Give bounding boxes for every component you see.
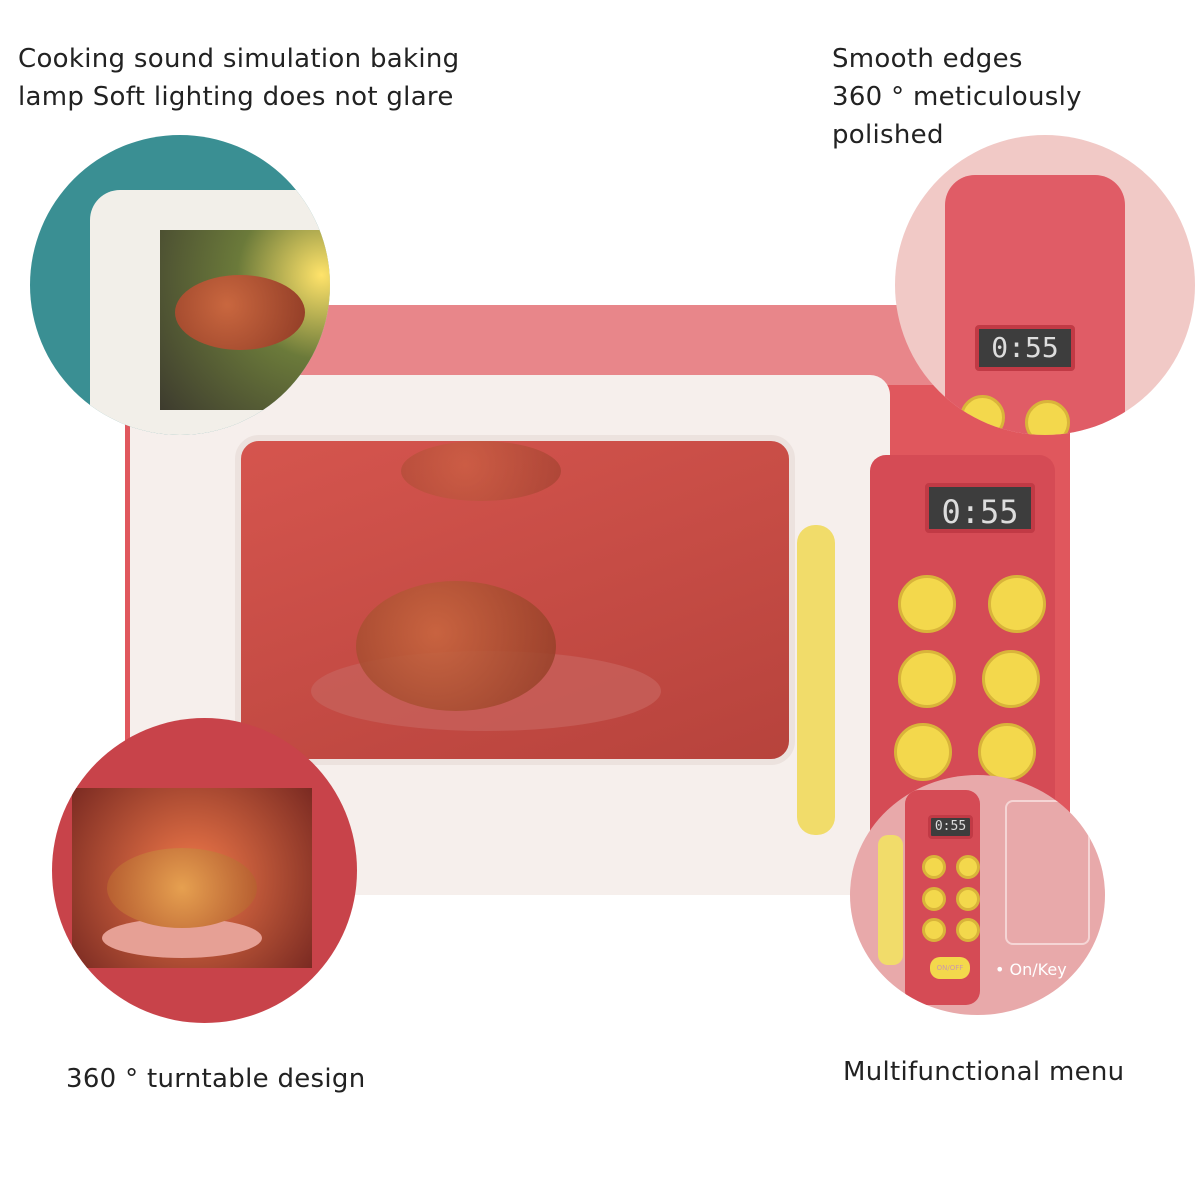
timer-display: 0:55 (975, 325, 1075, 371)
microwave-window (235, 435, 795, 765)
menu-button (922, 918, 946, 942)
timer-display: 0:55 (925, 483, 1035, 533)
door-handle (878, 835, 903, 965)
menu-button (956, 918, 980, 942)
roast-chicken (107, 848, 257, 928)
door-handle[interactable] (797, 525, 835, 835)
caption-line: lamp Soft lighting does not glare (18, 82, 454, 112)
menu-button (956, 855, 980, 879)
detail-circle-menu: 0:55 ON/OFF • On/Key (850, 775, 1105, 1015)
detail-circle-lamp (30, 135, 330, 435)
caption-line: 360 ° meticulously polished (832, 82, 1082, 150)
menu-button (922, 887, 946, 911)
timer-display: 0:55 (928, 815, 973, 839)
panel-edge (945, 175, 1125, 435)
roast-chicken (356, 581, 556, 711)
menu-button-6[interactable] (978, 723, 1036, 781)
menu-button-1[interactable] (898, 575, 956, 633)
detail-circle-edges: 0:55 (895, 135, 1195, 435)
roast-chicken (175, 275, 305, 350)
menu-button-2[interactable] (988, 575, 1046, 633)
menu-legend-card (1005, 800, 1090, 945)
panel-button (1025, 400, 1070, 435)
on-off-button: ON/OFF (930, 957, 970, 979)
panel-button (960, 395, 1005, 435)
menu-button (922, 855, 946, 879)
caption-turntable: 360 ° turntable design (66, 1064, 366, 1094)
caption-menu: Multifunctional menu (843, 1057, 1125, 1087)
caption-line: Smooth edges (832, 44, 1023, 74)
menu-button-3[interactable] (898, 650, 956, 708)
on-key-text: On/Key (1009, 960, 1067, 979)
menu-button (956, 887, 980, 911)
menu-button-4[interactable] (982, 650, 1040, 708)
chicken-reflection (401, 441, 561, 501)
caption-line: Cooking sound simulation baking (18, 44, 460, 74)
menu-button-5[interactable] (894, 723, 952, 781)
detail-circle-turntable (52, 718, 357, 1023)
caption-baking-lamp: Cooking sound simulation baking lamp Sof… (18, 40, 459, 116)
caption-smooth-edges: Smooth edges 360 ° meticulously polished (832, 40, 1200, 154)
on-key-label: • On/Key (995, 960, 1067, 979)
